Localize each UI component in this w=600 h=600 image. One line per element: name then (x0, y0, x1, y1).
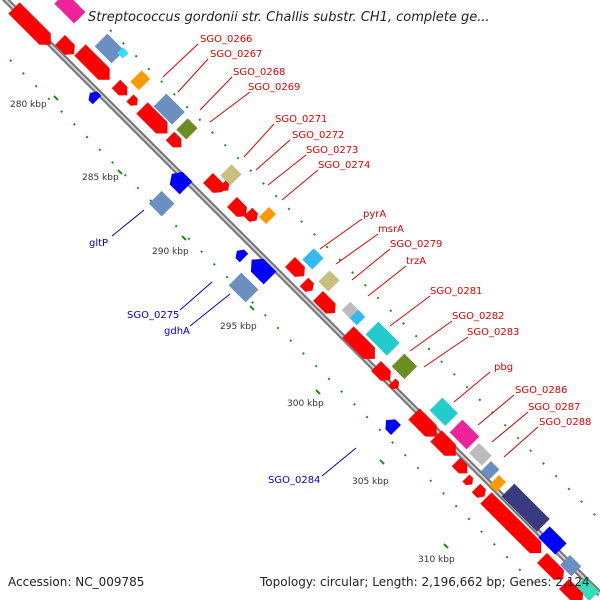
gene-block[interactable] (228, 272, 259, 303)
gene-block[interactable] (130, 70, 151, 91)
gene-block[interactable] (54, 0, 86, 24)
gene-label[interactable]: SGO_0283 (467, 327, 519, 338)
gene-block[interactable] (117, 47, 129, 59)
gene-block[interactable] (86, 89, 102, 105)
scale-label-280: 280 kbp (10, 100, 47, 110)
gene-label[interactable]: SGO_0282 (452, 311, 504, 322)
gene-label[interactable]: SGO_0268 (233, 67, 285, 78)
gene-block[interactable] (365, 321, 400, 356)
gene-label[interactable]: SGO_0281 (430, 286, 482, 297)
dotted-track-outer (109, 29, 600, 521)
gene-block[interactable] (481, 461, 500, 480)
gene-block[interactable] (449, 419, 480, 450)
cds-arrow[interactable] (136, 102, 173, 139)
gene-block[interactable] (318, 270, 340, 292)
cds-arrow[interactable] (165, 131, 186, 152)
cds-arrow[interactable] (559, 579, 587, 600)
scale-label-310: 310 kbp (418, 555, 455, 565)
scale-labels: 280 kbp 285 kbp 290 kbp 295 kbp 300 kbp … (10, 100, 455, 565)
gene-block[interactable] (489, 475, 507, 493)
gene-block[interactable] (148, 190, 175, 217)
gene-label[interactable]: msrA (378, 224, 404, 235)
gene-block[interactable] (469, 443, 492, 466)
gene-block[interactable] (165, 167, 193, 195)
scale-label-285: 285 kbp (82, 173, 119, 183)
cds-arrow[interactable] (227, 197, 251, 221)
dotted-track-inner (9, 59, 541, 591)
gene-label[interactable]: SGO_0266 (200, 34, 252, 45)
cds-arrow[interactable] (430, 430, 461, 461)
reverse-gene-labels: gltP SGO_0275 gdhA SGO_0284 (89, 238, 320, 486)
gene-block[interactable] (391, 353, 418, 380)
cds-arrow[interactable] (203, 173, 227, 197)
scale-ticks (53, 95, 449, 549)
cds-arrow[interactable] (451, 457, 472, 478)
cds-arrow[interactable] (462, 474, 475, 487)
gene-label[interactable]: SGO_0271 (275, 114, 327, 125)
gene-block[interactable] (176, 118, 198, 140)
forward-leader-lines (162, 43, 539, 458)
gene-block[interactable] (429, 397, 458, 426)
gene-block[interactable] (501, 483, 550, 532)
cds-arrow[interactable] (313, 291, 340, 318)
cds-arrow[interactable] (480, 492, 546, 558)
gene-label[interactable]: SGO_0274 (318, 160, 370, 171)
cds-arrow[interactable] (8, 2, 56, 50)
cds-arrow[interactable] (299, 277, 317, 295)
gene-block[interactable] (220, 164, 242, 186)
cds-arrows (8, 2, 587, 600)
gene-label[interactable]: SGO_0284 (268, 475, 320, 486)
gene-label[interactable]: gltP (89, 238, 108, 249)
gene-label[interactable]: SGO_0269 (248, 82, 300, 93)
cds-arrow[interactable] (74, 44, 115, 85)
gene-label[interactable]: SGO_0273 (306, 145, 358, 156)
cds-arrow[interactable] (408, 408, 442, 442)
forward-genes (54, 0, 600, 600)
gene-label[interactable]: SGO_0267 (210, 49, 262, 60)
gene-block[interactable] (381, 415, 401, 435)
scale-label-290: 290 kbp (152, 247, 189, 257)
gene-label[interactable]: pbg (494, 362, 513, 373)
cds-arrow[interactable] (537, 553, 568, 584)
cds-arrow[interactable] (243, 207, 261, 225)
gene-label[interactable]: trzA (406, 256, 426, 267)
scale-label-295: 295 kbp (220, 322, 257, 332)
reverse-genes (86, 89, 401, 435)
gene-block[interactable] (538, 526, 567, 555)
gene-block[interactable] (233, 247, 249, 263)
gene-label[interactable]: SGO_0275 (127, 310, 179, 321)
gene-block[interactable] (560, 555, 582, 577)
reverse-leader-lines (111, 209, 357, 477)
genome-title: Streptococcus gordonii str. Challis subs… (88, 10, 490, 25)
cds-arrow[interactable] (126, 94, 140, 108)
gene-label[interactable]: gdhA (164, 326, 190, 337)
cds-arrow[interactable] (388, 378, 401, 391)
scale-label-300: 300 kbp (287, 399, 324, 409)
gene-label[interactable]: SGO_0287 (528, 402, 580, 413)
gene-label[interactable]: pyrA (363, 209, 386, 220)
gene-block[interactable] (259, 207, 277, 225)
cds-arrow[interactable] (218, 180, 231, 193)
scale-label-305: 305 kbp (352, 477, 389, 487)
gene-block[interactable] (153, 93, 185, 125)
forward-gene-labels: SGO_0266 SGO_0267 SGO_0268 SGO_0269 SGO_… (200, 34, 591, 428)
gene-block[interactable] (349, 309, 366, 326)
gene-label[interactable]: SGO_0288 (539, 417, 591, 428)
gene-label[interactable]: SGO_0286 (515, 385, 567, 396)
gene-block[interactable] (94, 33, 125, 64)
gene-label[interactable]: SGO_0279 (390, 239, 442, 250)
genome-summary-text: Topology: circular; Length: 2,196,662 bp… (260, 575, 590, 589)
gene-label[interactable]: SGO_0272 (292, 130, 344, 141)
gene-block[interactable] (302, 248, 324, 270)
cds-arrow[interactable] (111, 79, 132, 100)
accession-text: Accession: NC_009785 (8, 575, 145, 589)
gene-block[interactable] (575, 577, 600, 600)
cds-arrow[interactable] (471, 483, 489, 501)
cds-arrow[interactable] (342, 326, 380, 364)
